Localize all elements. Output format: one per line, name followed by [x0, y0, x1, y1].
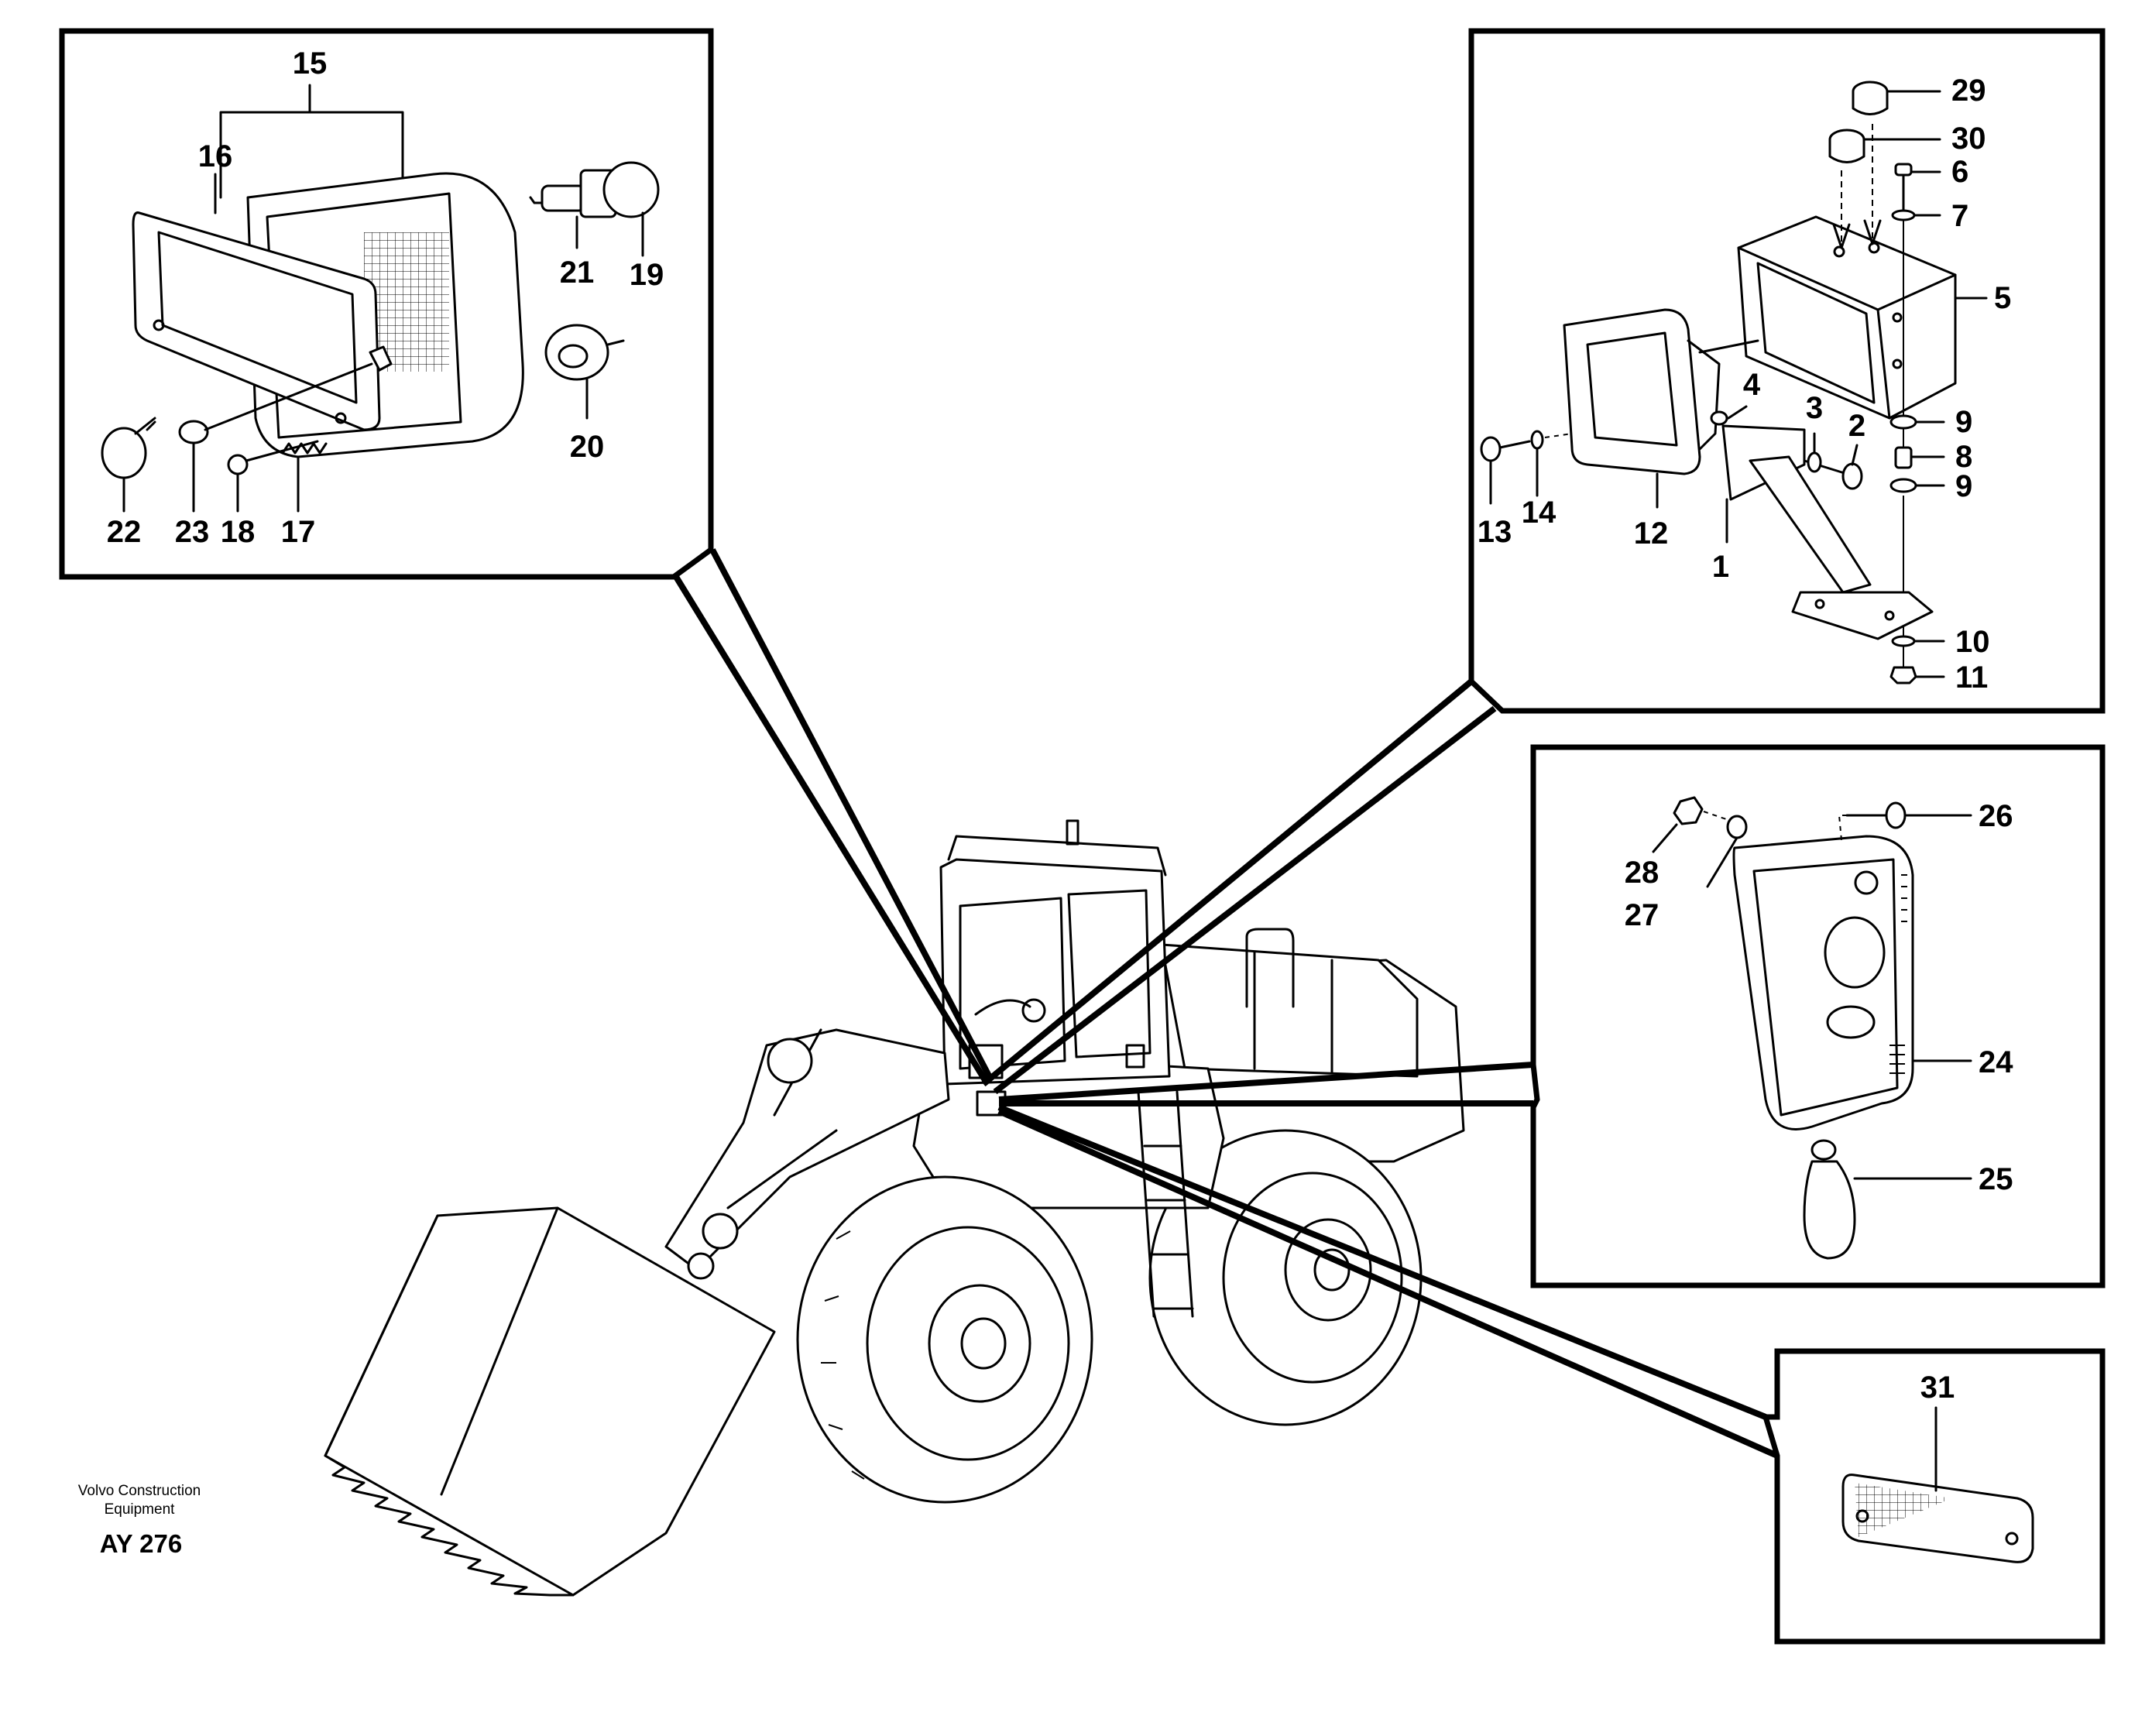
- nut-11: [1889, 666, 1917, 684]
- reflector-detail-panel: 31: [1762, 1348, 2106, 1645]
- support-bracket: [1721, 424, 1934, 640]
- callout-15: 15: [293, 46, 328, 81]
- figure-code: AY 276: [100, 1529, 182, 1558]
- rubber-bushing-29: [1852, 81, 1889, 115]
- screw-6: [1894, 163, 1913, 214]
- spacer-8: [1894, 446, 1913, 469]
- callout-24: 24: [1979, 1045, 2013, 1079]
- callout-18: 18: [221, 515, 256, 549]
- callout-29: 29: [1951, 74, 1986, 108]
- callout-17: 17: [281, 515, 316, 549]
- rear-wheel: [1148, 1129, 1423, 1426]
- callout-4: 4: [1743, 368, 1761, 402]
- operator-cab: [939, 819, 1171, 1086]
- rubber-washer-9a: [1889, 414, 1917, 430]
- callout-12: 12: [1634, 516, 1669, 551]
- lamp-box: [1737, 215, 1957, 420]
- bulb-socket: [544, 324, 625, 381]
- front-wheel: [796, 1175, 1093, 1504]
- washer-14: [1530, 430, 1544, 450]
- company-name-line1: Volvo Construction: [78, 1483, 201, 1499]
- lamp-bracket-detail-panel: 29 30 6 7 5 4 3 2 9 8 9 13 14 12 1 10 11: [1468, 28, 2106, 714]
- company-name-line2: Equipment: [105, 1501, 176, 1518]
- callout-21: 21: [560, 256, 595, 290]
- washer-27: [1726, 815, 1748, 839]
- callout-10: 10: [1955, 625, 1990, 659]
- nut-28: [1673, 796, 1704, 825]
- screw-26: [1838, 801, 1907, 841]
- callout-22: 22: [107, 515, 142, 549]
- marker-bulb: [1803, 1139, 1856, 1260]
- callout-13: 13: [1478, 515, 1512, 549]
- callout-23: 23: [175, 515, 210, 549]
- callout-25: 25: [1979, 1162, 2013, 1196]
- callout-5: 5: [1994, 281, 2011, 315]
- callout-7: 7: [1951, 199, 1968, 233]
- callout-20: 20: [570, 430, 605, 464]
- callout-14: 14: [1522, 496, 1557, 530]
- callout-6: 6: [1951, 155, 1968, 189]
- headlamp-detail-panel: 15 16 21 19 20 22 23 18 17: [59, 28, 714, 580]
- side-lamp-detail-panel: 26 28 27 24 25: [1530, 744, 2106, 1288]
- wheel-loader-illustration: [324, 819, 1465, 1597]
- footer: Volvo Construction Equipment AY 276: [78, 1483, 201, 1558]
- leader-lines: [671, 548, 1779, 1459]
- bucket: [324, 1206, 776, 1597]
- washer-7: [1891, 209, 1916, 221]
- rubber-bushing-30: [1828, 129, 1865, 163]
- washer-3: [1807, 451, 1822, 473]
- callout-31: 31: [1920, 1371, 1955, 1405]
- callout-9b: 9: [1955, 469, 1972, 503]
- callout-11: 11: [1955, 660, 1988, 695]
- callout-8: 8: [1955, 440, 1972, 474]
- headlamp-frame: [132, 211, 381, 431]
- callout-26: 26: [1979, 799, 2013, 833]
- mounting-frame: [1563, 308, 1759, 475]
- callout-1: 1: [1712, 550, 1729, 584]
- washer-4: [1710, 410, 1728, 426]
- callout-2: 2: [1848, 409, 1865, 443]
- rubber-washer-9b: [1889, 478, 1917, 493]
- callout-27: 27: [1625, 898, 1659, 932]
- side-marker-lamp: [1732, 835, 1914, 1130]
- washer-10: [1891, 635, 1916, 647]
- callout-9a: 9: [1955, 405, 1972, 439]
- callout-3: 3: [1806, 391, 1823, 425]
- callout-28: 28: [1625, 856, 1659, 890]
- reflector: [1841, 1474, 2034, 1563]
- callout-19: 19: [630, 258, 664, 292]
- callout-30: 30: [1951, 122, 1986, 156]
- headlamp-bulb: [529, 161, 660, 218]
- callout-16: 16: [198, 139, 233, 173]
